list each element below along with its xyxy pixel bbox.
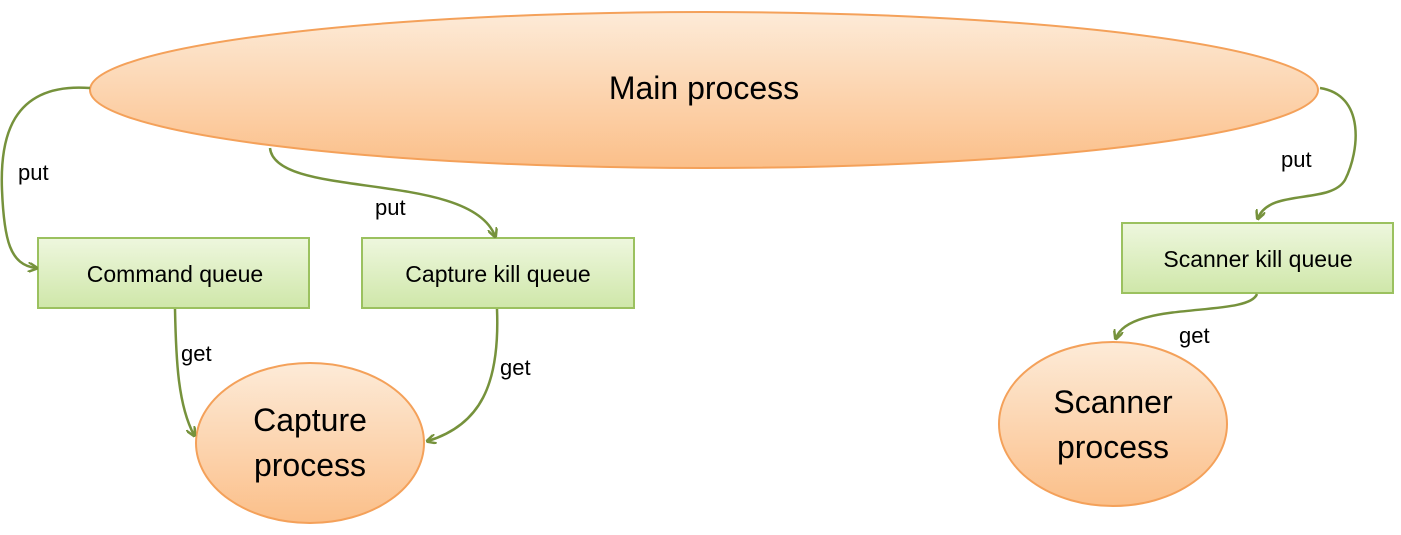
edge-scanner-kill-queue-to-scanner-process [1116,293,1259,338]
capture-process-label-line2: process [254,447,366,483]
main-process-label: Main process [609,70,799,106]
edge-label-put-scanner-kill: put [1281,147,1312,172]
edge-main-to-capture-kill-queue [268,147,495,236]
capture-kill-queue-label: Capture kill queue [405,261,590,287]
capture-process-node: Capture process [195,362,425,524]
command-queue-node: Command queue [37,237,310,309]
edge-label-get-capture-kill: get [500,355,531,380]
edge-label-put-capture-kill: put [375,195,406,220]
command-queue-label: Command queue [87,261,263,287]
scanner-process-label-line1: Scanner [1053,384,1173,420]
edge-main-to-command-queue [0,86,91,268]
scanner-process-label-line2: process [1057,429,1169,465]
edge-capture-kill-queue-to-capture-process [428,308,499,441]
edge-main-to-scanner-kill-queue [1258,86,1357,218]
edge-command-queue-to-capture-process [173,308,194,435]
scanner-kill-queue-label: Scanner kill queue [1163,246,1352,272]
main-process-node: Main process [89,11,1319,169]
scanner-kill-queue-node: Scanner kill queue [1121,222,1394,294]
edge-label-put-command: put [18,160,49,185]
capture-kill-queue-node: Capture kill queue [361,237,635,309]
scanner-process-node: Scanner process [998,341,1228,507]
edge-label-get-scanner-kill: get [1179,323,1210,348]
capture-process-label-line1: Capture [253,402,367,438]
edge-label-get-command: get [181,341,212,366]
